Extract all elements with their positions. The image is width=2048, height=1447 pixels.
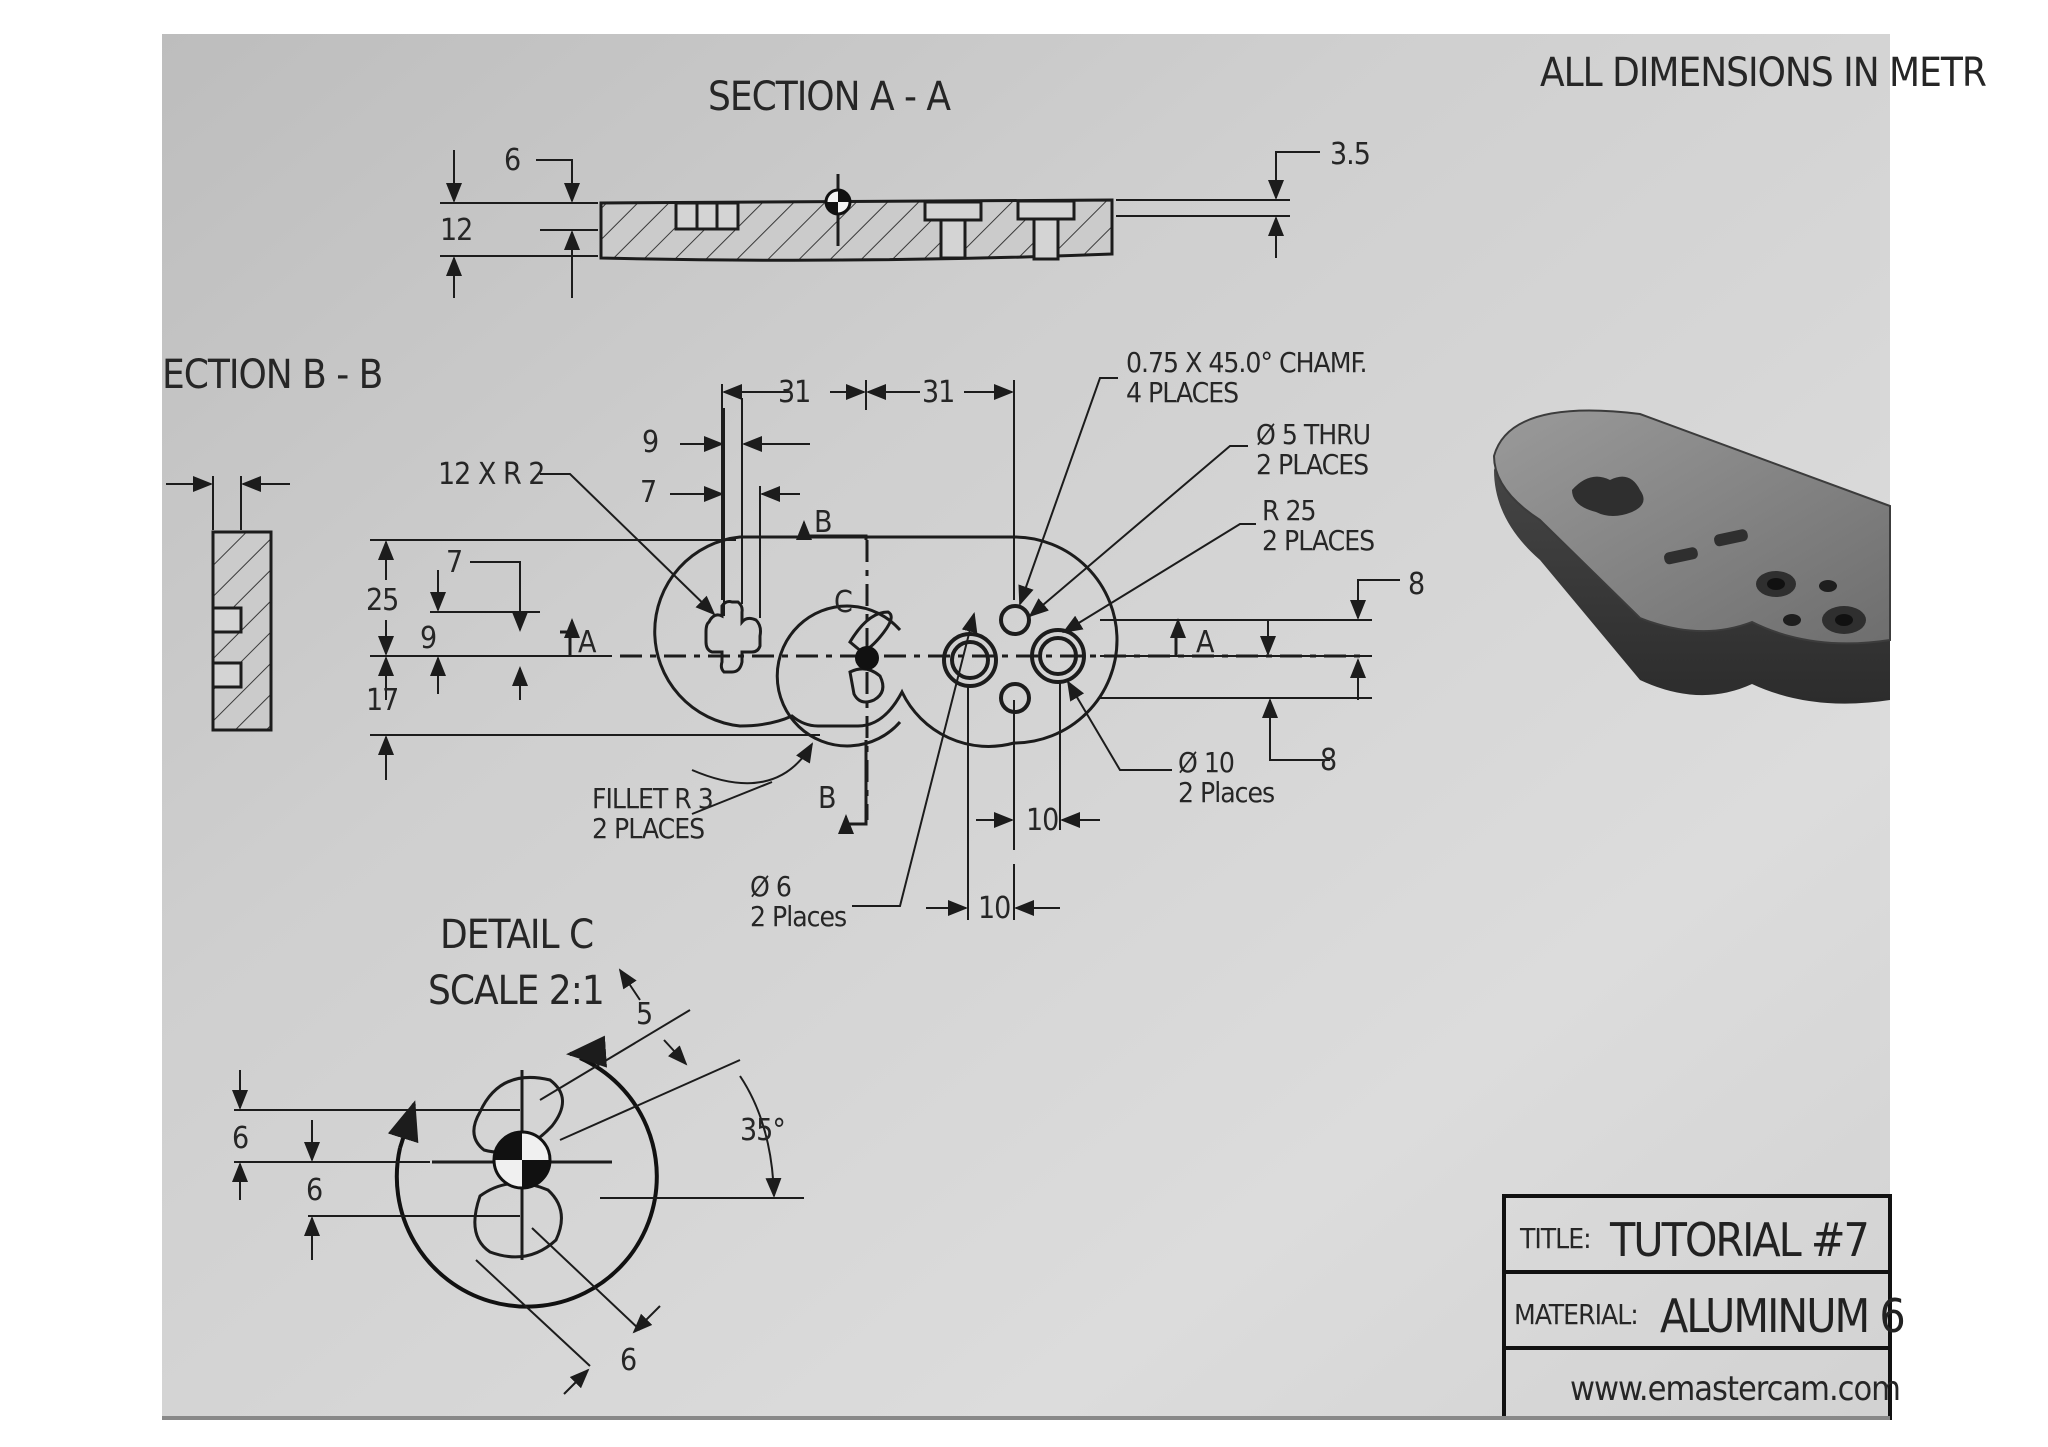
cut-b-top: B	[814, 505, 832, 540]
title-value: TUTORIAL #7	[1609, 1213, 1868, 1267]
dim-3-5: 3.5	[1330, 137, 1370, 172]
dim-6: 6	[504, 143, 520, 178]
material-label: MATERIAL:	[1514, 1298, 1638, 1331]
detail-c-mark: C	[834, 585, 852, 620]
detail-dim-5: 5	[636, 997, 652, 1032]
cut-a-left: A	[578, 625, 597, 660]
section-aa-view: SECTION A - A 12 6 3.5	[440, 74, 1371, 298]
detail-dim-6-mid: 6	[306, 1173, 322, 1208]
dim-12: 12	[440, 213, 472, 248]
dim-31-right: 31	[922, 375, 954, 410]
fillet-note-1: FILLET R 3	[592, 782, 713, 815]
material-value: ALUMINUM 6	[1660, 1289, 1904, 1343]
dim-10-bottom: 10	[978, 891, 1010, 926]
dim-7-left: 7	[446, 545, 462, 580]
dia10-note-2: 2 Places	[1178, 776, 1274, 809]
dim-9: 9	[642, 425, 658, 460]
dia10-note-1: Ø 10	[1178, 746, 1234, 779]
thru-note-1: Ø 5 THRU	[1256, 418, 1370, 451]
dim-8-top: 8	[1408, 567, 1424, 602]
cut-a-right: A	[1196, 625, 1215, 660]
detail-dim-35deg: 35°	[740, 1113, 785, 1148]
cut-b-bottom: B	[818, 781, 836, 816]
detail-c-view: DETAIL C SCALE 2:1 6 6 5 35° 6	[232, 912, 804, 1395]
title-label: TITLE:	[1519, 1222, 1591, 1255]
units-note: ALL DIMENSIONS IN METR	[1540, 50, 1986, 96]
cross-pocket	[704, 600, 762, 674]
section-bb-view: ECTION B - B	[162, 352, 383, 732]
dia6-note-2: 2 Places	[750, 900, 846, 933]
section-aa-title: SECTION A - A	[708, 74, 951, 120]
thru-note-2: 2 PLACES	[1256, 448, 1368, 481]
dim-17: 17	[366, 683, 398, 718]
detail-dim-6-bot: 6	[620, 1343, 636, 1378]
radius-note-2: 2 PLACES	[1262, 524, 1374, 557]
dim-9-left: 9	[420, 621, 436, 656]
dim-10-top: 10	[1026, 803, 1058, 838]
part-outline	[653, 535, 1119, 748]
dim-25: 25	[366, 583, 398, 618]
radius-12xr2: 12 X R 2	[438, 457, 544, 492]
dim-31-left: 31	[778, 375, 810, 410]
top-view: A A B B C 31 31 9 7 12 X R 2 25	[366, 346, 1425, 933]
chamfer-note-1: 0.75 X 45.0° CHAMF.	[1126, 346, 1366, 379]
website-text: www.emastercam.com	[1570, 1369, 1900, 1409]
dim-7-top: 7	[640, 475, 656, 510]
section-bb-title: ECTION B - B	[162, 352, 382, 398]
detail-c-scale: SCALE 2:1	[428, 968, 604, 1014]
dim-8-bottom: 8	[1320, 743, 1336, 778]
radius-note-1: R 25	[1262, 494, 1316, 527]
detail-c-title: DETAIL C	[440, 912, 593, 958]
detail-dim-6-top: 6	[232, 1121, 248, 1156]
fillet-note-2: 2 PLACES	[592, 812, 704, 845]
chamfer-note-2: 4 PLACES	[1126, 376, 1238, 409]
isometric-view	[1492, 409, 1891, 704]
dia6-note-1: Ø 6	[750, 870, 791, 903]
